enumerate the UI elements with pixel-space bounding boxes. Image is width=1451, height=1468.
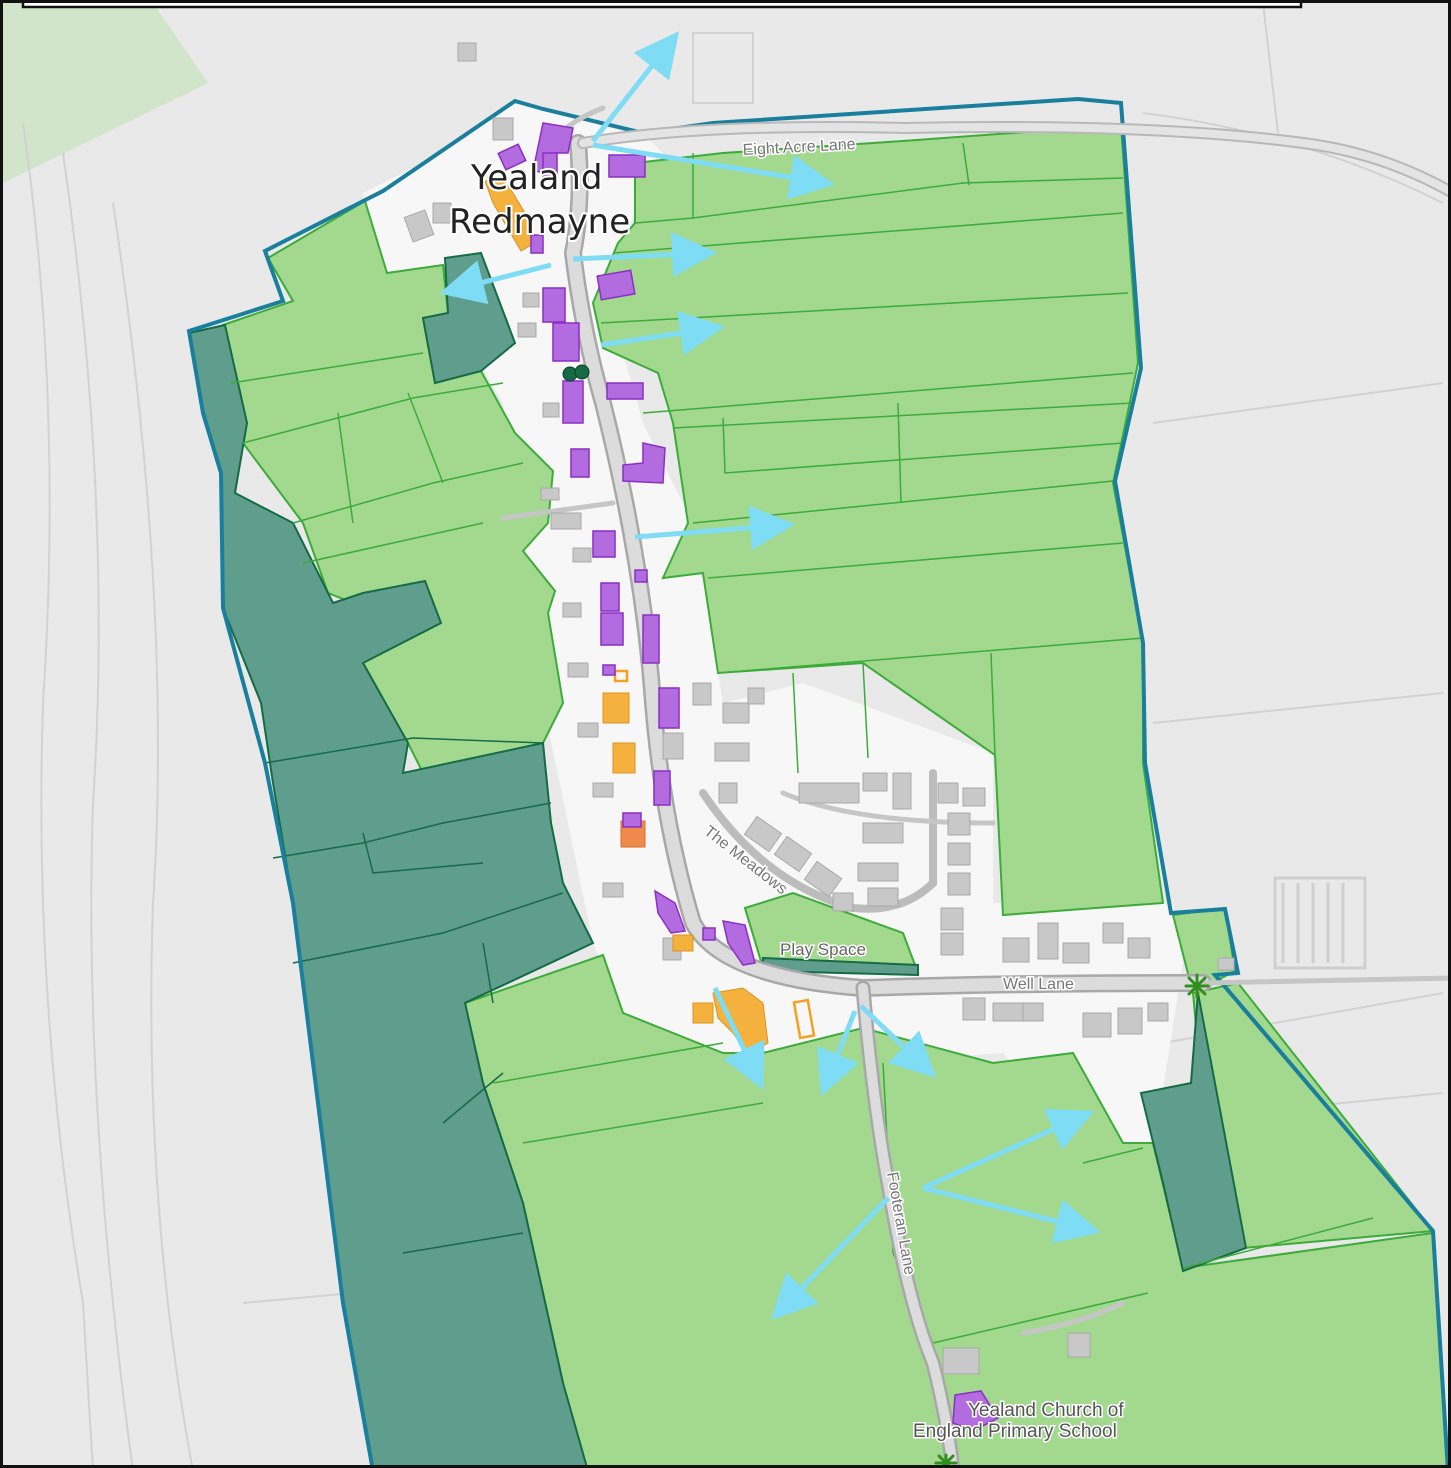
outside-green-area (3, 3, 208, 183)
grey-buildings (403, 42, 1235, 1375)
heritage-outline-buildings (613, 669, 816, 1040)
woodland-internal-lines (264, 737, 564, 1254)
place-label-line1: Yealand (470, 158, 602, 198)
place-label-line2: Redmayne (449, 202, 630, 242)
listed-buildings (497, 122, 1000, 1432)
twin-tree-dots-icon (562, 364, 590, 382)
built-area (363, 103, 1183, 1153)
top-info-box (21, 3, 1303, 9)
well-lane-label: Well Lane (1003, 976, 1074, 993)
play-space-label: Play Space (780, 940, 866, 959)
green-star-icon-school (934, 1453, 958, 1465)
plan-boundary (186, 96, 1448, 1465)
village-map: Yealand Redmayne Eight Acre Lane The Mea… (3, 3, 1448, 1465)
view-arrows (439, 31, 1101, 1321)
roads (500, 105, 1448, 1465)
heritage-buildings (484, 178, 769, 1056)
school-label-line2: England Primary School (913, 1421, 1117, 1442)
school-label-line1: Yealand Church of (968, 1400, 1124, 1421)
open-green-spaces (221, 123, 1448, 1465)
woodland-areas (187, 251, 1248, 1465)
background-parallel-lines (1273, 876, 1367, 970)
green-star-icon (1184, 973, 1210, 999)
